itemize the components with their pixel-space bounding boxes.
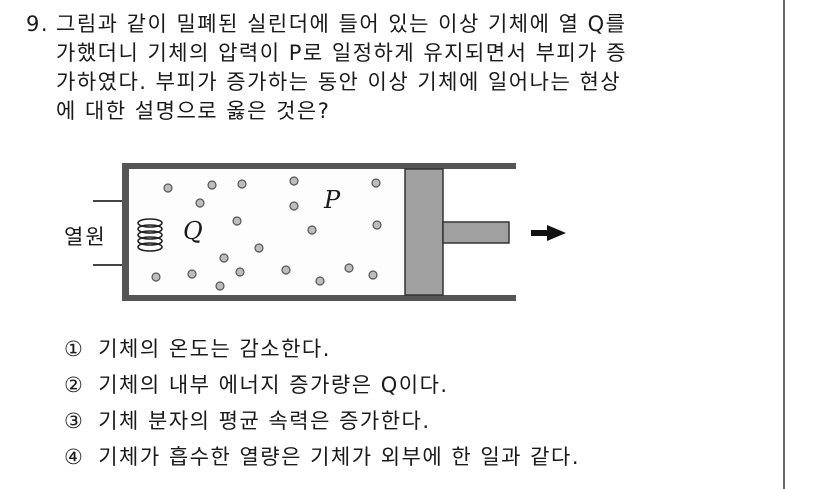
question-number: 9.: [26, 12, 50, 36]
pressure-label: P: [324, 186, 341, 214]
question-line-1: 그림과 같이 밀폐된 실린더에 들어 있는 이상 기체에 열 Q를: [56, 12, 627, 36]
choice-4-text: 기체가 흡수한 열량은 기체가 외부에 한 일과 같다.: [98, 445, 580, 469]
choice-4-mark: ④: [64, 445, 85, 469]
column-divider: [783, 0, 785, 489]
question-line-2: 가했더니 기체의 압력이 P로 일정하게 유지되면서 부피가 증: [56, 41, 628, 65]
choice-3-mark: ③: [64, 409, 85, 433]
choice-4[interactable]: ④ 기체가 흡수한 열량은 기체가 외부에 한 일과 같다.: [64, 441, 580, 471]
choice-1-mark: ①: [64, 337, 85, 361]
gas-molecules: [151, 176, 382, 291]
heat-source-label: 열원: [64, 225, 107, 249]
cylinder-diagram: 열원 Q P: [0, 150, 826, 320]
choice-2-mark: ②: [64, 373, 85, 397]
choice-3-text: 기체 분자의 평균 속력은 증가한다.: [98, 409, 431, 433]
choice-3[interactable]: ③ 기체 분자의 평균 속력은 증가한다.: [64, 405, 431, 435]
piston: [404, 168, 510, 296]
choice-1[interactable]: ① 기체의 온도는 감소한다.: [64, 333, 331, 363]
heat-label: Q: [183, 217, 203, 245]
choice-1-text: 기체의 온도는 감소한다.: [98, 337, 331, 361]
choice-2[interactable]: ② 기체의 내부 에너지 증가량은 Q이다.: [64, 369, 449, 399]
cylinder-walls: [122, 163, 516, 301]
choice-2-text: 기체의 내부 에너지 증가량은 Q이다.: [98, 373, 449, 397]
heating-coil-icon: [137, 218, 163, 252]
arrow-right-icon: [531, 225, 566, 241]
question-line-4: 에 대한 설명으로 옳은 것은?: [56, 99, 331, 123]
question-line-3: 가하였다. 부피가 증가하는 동안 이상 기체에 일어나는 현상: [56, 70, 622, 94]
